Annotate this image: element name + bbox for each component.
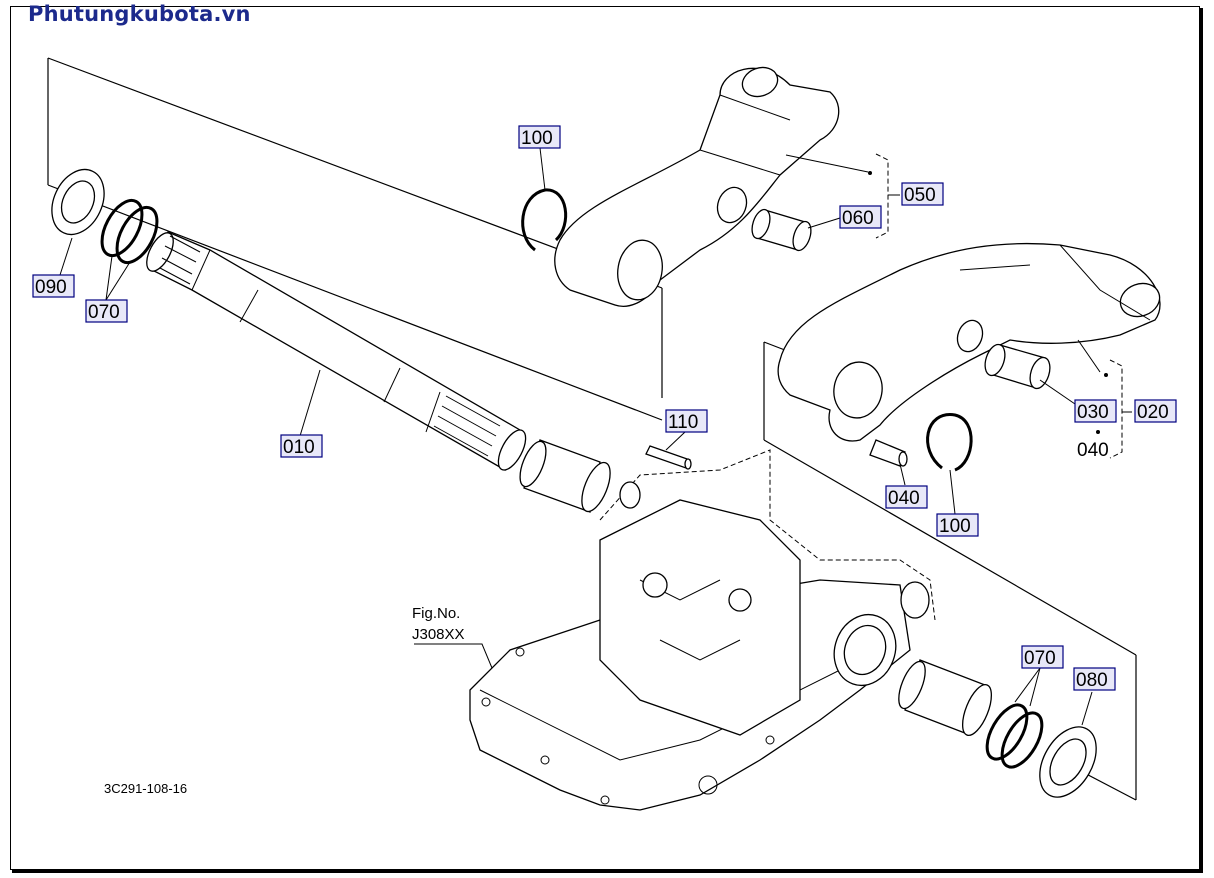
frame-shadow-right [1200,8,1203,872]
lift-shaft-010 [146,231,527,471]
figure-ref-line2: J308XX [412,626,465,643]
callout-label: 070 [88,302,120,323]
pin-110 [645,445,692,470]
bushing-060 [751,208,812,252]
callout-100-bottom: 100 [936,513,979,537]
lift-arm-020 [777,242,1161,442]
snap-ring-100-bottom [926,413,973,472]
callout-label: 010 [283,437,315,458]
frame-shadow-bottom [12,870,1203,873]
hydraulic-housing [469,449,936,811]
callout-010: 010 [280,434,323,458]
callout-110: 110 [665,409,708,433]
bushing-030 [984,343,1051,390]
callout-030: 030 [1074,399,1117,423]
callout-040-right: 040 [1077,440,1109,461]
leader-lines [59,147,1101,726]
callout-label: 070 [1024,648,1056,669]
lift-arm-050 [554,66,840,307]
callout-100-top: 100 [518,125,561,149]
washer-090 [51,168,105,236]
bushing-center [519,439,611,513]
callout-label: 030 [1077,402,1109,423]
callout-020: 020 [1134,399,1177,423]
callout-050: 050 [901,182,944,206]
callout-label: 020 [1137,402,1169,423]
washer-080 [1039,726,1097,798]
bushing-right [898,659,993,737]
drawing-code: 3C291-108-16 [104,781,187,796]
callout-040: 040 [885,485,928,509]
callout-070-left: 070 [85,299,128,323]
callout-label: 060 [842,208,874,229]
callout-label: 040 [888,488,920,509]
callout-060: 060 [839,205,882,229]
callout-090: 090 [32,274,75,298]
group-brackets [868,153,1132,459]
diagram-frame [10,6,1200,870]
callout-label: 040 [1077,440,1109,461]
callout-label: 080 [1076,670,1108,691]
o-rings-070-left [100,198,159,265]
pin-040 [869,439,908,467]
figure-ref-line1: Fig.No. [412,605,460,622]
callout-label: 100 [521,128,553,149]
site-watermark: Phutungkubota.vn [28,2,251,26]
callout-label: 090 [35,277,67,298]
callout-label: 100 [939,516,971,537]
o-rings-070-right [985,703,1044,769]
callout-label: 050 [904,185,936,206]
callout-070-right: 070 [1021,645,1064,669]
callout-080: 080 [1073,667,1116,691]
callout-label: 110 [668,412,698,433]
